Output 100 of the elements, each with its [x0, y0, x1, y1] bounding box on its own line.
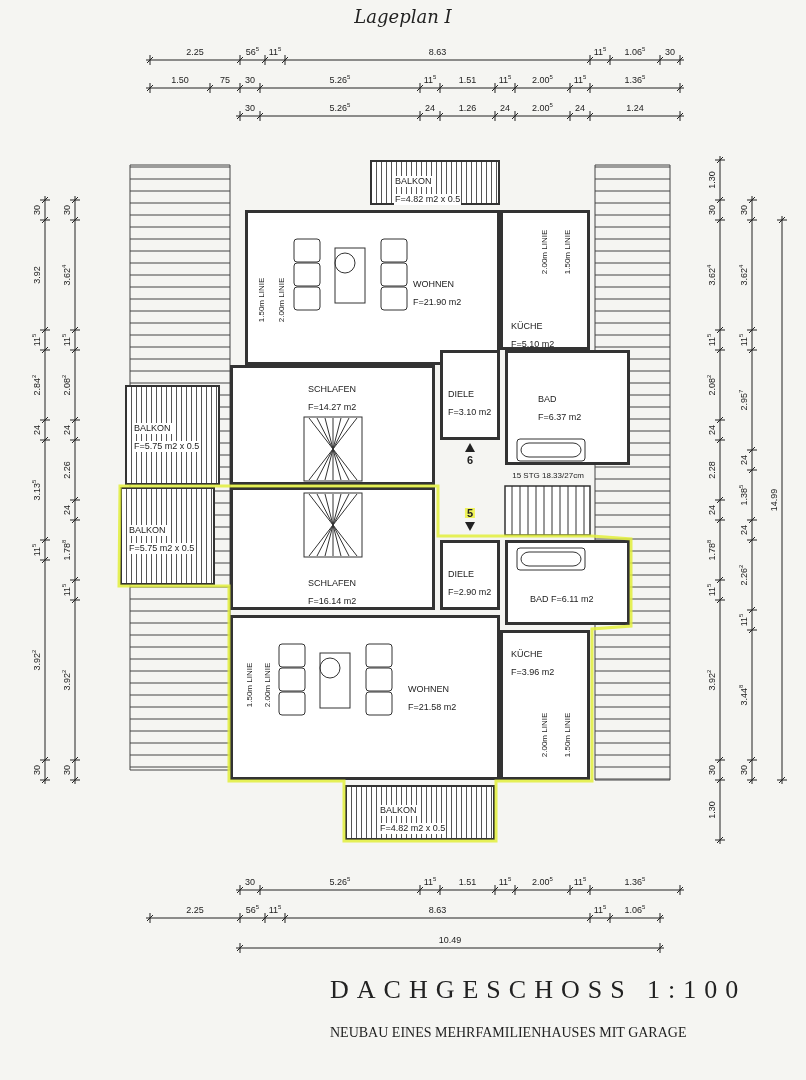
dimension-label: 1.30 — [707, 801, 717, 819]
dimension-label: 3.92 — [32, 266, 42, 284]
dimension-label: 11$^{5}$ — [593, 47, 607, 57]
section-marker-label: 5 — [464, 508, 476, 518]
line-annotation: 2.00m LINIE — [540, 712, 550, 758]
dimension-label: 2.28 — [707, 461, 717, 479]
room-name: WOHNEN — [413, 279, 454, 290]
room-name: BALKON — [394, 176, 433, 187]
dimension-label: 30 — [245, 75, 255, 85]
dimension-label: 24 — [32, 425, 42, 435]
dimension-label: 24 — [425, 103, 435, 113]
dimension-label: 11$^{5}$ — [423, 75, 437, 85]
room-outline — [440, 350, 500, 440]
dimension-label: 30 — [707, 765, 717, 775]
area-label: F=6.37 m2 — [538, 412, 582, 423]
area-label: F=14.27 m2 — [308, 402, 357, 413]
dimension-label: 11$^{5}$ — [573, 75, 587, 85]
balcony-outline — [370, 160, 500, 205]
dimension-label: 11$^{5}$ — [498, 877, 512, 887]
room-name: BALKON — [128, 525, 167, 536]
line-annotation: 2.00m LINIE — [263, 662, 273, 708]
area-label: F=5.75 m2 x 0.5 — [128, 543, 196, 554]
dimension-label: 11$^{5}$ — [573, 877, 587, 887]
dimension-label: 24 — [575, 103, 585, 113]
dimension-label: 30 — [62, 205, 72, 215]
dimension-label: 30 — [245, 877, 255, 887]
line-annotation: 1.50m LINIE — [563, 229, 573, 275]
dimension-label: 2.00$^{5}$ — [532, 103, 553, 113]
line-annotation: 1.50m LINIE — [245, 662, 255, 708]
area-label: F=16.14 m2 — [308, 596, 357, 607]
room-name: KÜCHE — [511, 321, 543, 332]
room-outline — [500, 210, 590, 350]
dimension-label: 24 — [500, 103, 510, 113]
dimension-label: 1.30 — [707, 171, 717, 189]
dimension-label: 1.06$^{5}$ — [624, 905, 646, 915]
balcony-outline — [120, 487, 215, 585]
area-label: F=4.82 m2 x 0.5 — [394, 194, 462, 205]
dimension-label: 14.99 — [769, 488, 779, 512]
area-label: F=5.75 m2 x 0.5 — [133, 441, 201, 452]
dimension-label: 30 — [707, 205, 717, 215]
line-annotation: 1.50m LINIE — [563, 712, 573, 758]
dimension-label: 56$^{5}$ — [245, 905, 260, 915]
dimension-label: 11$^{5}$ — [498, 75, 512, 85]
line-annotation: 1.50m LINIE — [257, 277, 267, 323]
area-label: F=4.82 m2 x 0.5 — [379, 823, 447, 834]
dimension-label: 1.26 — [458, 103, 477, 113]
dimension-label: 24 — [739, 455, 749, 465]
room-name: BALKON — [133, 423, 172, 434]
dimension-label: 1.36$^{5}$ — [624, 877, 646, 887]
room-label: BAD F=6.11 m2 — [530, 594, 594, 605]
dimension-label: 30 — [32, 765, 42, 775]
dimension-label: 2.26 — [62, 461, 72, 479]
dimension-label: 30 — [739, 205, 749, 215]
area-label: F=21.90 m2 — [413, 297, 462, 308]
balcony-outline — [345, 785, 495, 840]
room-outline — [230, 487, 435, 610]
line-annotation: 2.00m LINIE — [540, 229, 550, 275]
room-name: KÜCHE — [511, 649, 543, 660]
line-annotation: 2.00m LINIE — [277, 277, 287, 323]
dimension-label: 5.26$^{5}$ — [329, 103, 351, 113]
dimension-label: 2.00$^{5}$ — [532, 877, 553, 887]
dimension-label: 10.49 — [438, 935, 462, 945]
dimension-label: 30 — [665, 47, 675, 57]
room-outline — [505, 350, 630, 465]
room-name: DIELE — [448, 389, 474, 400]
dimension-label: 24 — [62, 425, 72, 435]
room-name: WOHNEN — [408, 684, 449, 695]
room-name: BAD — [538, 394, 557, 405]
room-outline — [230, 615, 500, 780]
dimension-label: 11$^{5}$ — [268, 47, 282, 57]
dimension-label: 5.26$^{5}$ — [329, 877, 351, 887]
section-marker-label: 6 — [465, 455, 475, 465]
room-outline — [505, 540, 630, 625]
handwritten-note: Lageplan I — [354, 6, 452, 27]
plan-title: DACHGESCHOSS 1:100 — [330, 975, 747, 1005]
area-label: F=21.58 m2 — [408, 702, 457, 713]
dimension-label: 30 — [739, 765, 749, 775]
plan-caption: NEUBAU EINES MEHRFAMILIENHAUSES MIT GARAGE — [330, 1025, 687, 1041]
room-name: SCHLAFEN — [308, 384, 356, 395]
area-label: F=3.10 m2 — [448, 407, 492, 418]
area-label: F=2.90 m2 — [448, 587, 492, 598]
dimension-label: 30 — [245, 103, 255, 113]
dimension-label: 2.25 — [186, 47, 204, 57]
room-outline — [440, 540, 500, 610]
dimension-label: 11$^{5}$ — [593, 905, 607, 915]
room-name: SCHLAFEN — [308, 578, 356, 589]
dimension-label: 1.50 — [171, 75, 189, 85]
dimension-label: 2.25 — [186, 905, 204, 915]
dimension-label: 56$^{5}$ — [245, 47, 260, 57]
dimension-label: 11$^{5}$ — [423, 877, 437, 887]
dimension-label: 2.00$^{5}$ — [532, 75, 553, 85]
dimension-label: 8.63 — [428, 47, 447, 57]
balcony-outline — [125, 385, 220, 485]
dimension-label: 75 — [220, 75, 230, 85]
room-name: DIELE — [448, 569, 474, 580]
dimension-label: 24 — [739, 525, 749, 535]
dimension-label: 1.51 — [458, 877, 477, 887]
dimension-label: 8.63 — [428, 905, 447, 915]
dimension-label: 30 — [62, 765, 72, 775]
dimension-label: 24 — [707, 505, 717, 515]
